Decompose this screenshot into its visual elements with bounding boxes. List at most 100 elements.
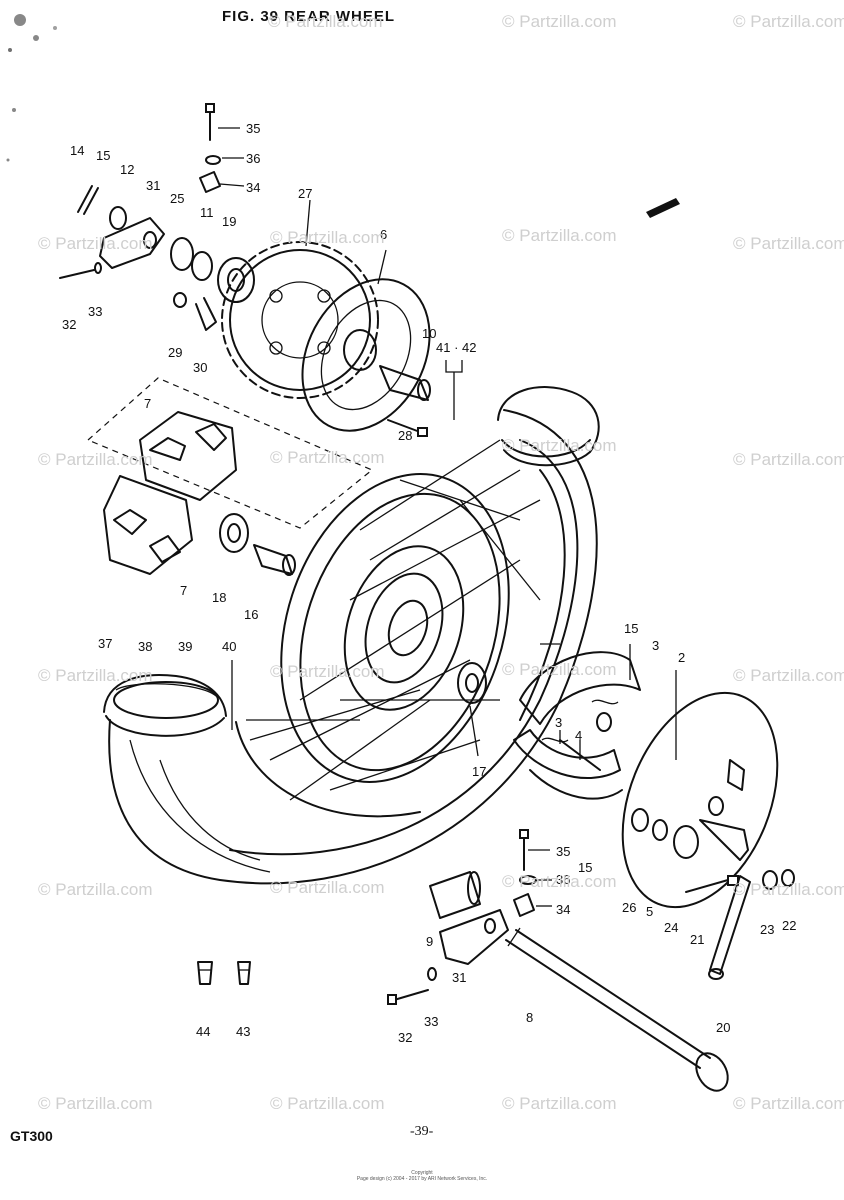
callout-label: 17	[472, 764, 486, 779]
callout-label: 41 · 42	[436, 340, 476, 355]
rear-sprocket	[221, 241, 379, 399]
copyright-line-2: Page design (c) 2004 - 2017 by ARI Netwo…	[356, 1176, 488, 1182]
callout-label: 4	[575, 728, 582, 743]
watermark: © Partzilla.com	[270, 1094, 385, 1113]
callout-label: 12	[120, 162, 134, 177]
brake-lever	[685, 869, 795, 980]
callout-label: 38	[138, 639, 152, 654]
callout-label: 6	[380, 227, 387, 242]
callout-label: 9	[426, 934, 433, 949]
watermark: © Partzilla.com	[38, 450, 153, 469]
callout-label: 34	[556, 902, 570, 917]
callout-label: 3	[555, 715, 562, 730]
brake-panel	[621, 691, 779, 909]
damper-group-outline	[87, 377, 374, 529]
callout-label: 8	[526, 1010, 533, 1025]
leader-lines	[218, 127, 677, 907]
watermark: © Partzilla.com	[270, 228, 385, 247]
lower-hardware	[387, 829, 537, 1005]
model-name: GT300	[10, 1128, 53, 1144]
callout-label: 3	[652, 638, 659, 653]
watermark: © Partzilla.com	[502, 436, 617, 455]
callout-label: 40	[222, 639, 236, 654]
watermark: © Partzilla.com	[270, 662, 385, 681]
copyright-notice: Copyright Page design (c) 2004 - 2017 by…	[300, 1170, 544, 1182]
watermark: © Partzilla.com	[38, 1094, 153, 1113]
watermark: © Partzilla.com	[38, 234, 153, 253]
callout-label: 7	[144, 396, 151, 411]
tube-and-rim-band	[103, 674, 227, 737]
callout-label: 20	[716, 1020, 730, 1035]
watermark: © Partzilla.com	[38, 666, 153, 685]
callout-label: 28	[398, 428, 412, 443]
callout-label: 35	[246, 121, 260, 136]
callout-label: 27	[298, 186, 312, 201]
callout-label: 11	[200, 205, 214, 220]
callout-label: 44	[196, 1024, 210, 1039]
callout-label: 29	[168, 345, 182, 360]
direction-arrow-icon	[646, 198, 680, 218]
callout-label: 10	[422, 326, 436, 341]
callout-label: 31	[452, 970, 466, 985]
watermark: © Partzilla.com	[733, 666, 844, 685]
watermark: © Partzilla.com	[38, 880, 153, 899]
wheel-bearing	[457, 662, 487, 704]
watermark: © Partzilla.com	[733, 12, 844, 31]
rear-axle	[505, 927, 729, 1092]
callout-label: 22	[782, 918, 796, 933]
callout-label: 19	[222, 214, 236, 229]
valve-parts	[197, 961, 251, 985]
callout-label: 18	[212, 590, 226, 605]
callout-label: 36	[556, 872, 570, 887]
callout-label: 21	[690, 932, 704, 947]
callout-label: 15	[578, 860, 592, 875]
watermark: © Partzilla.com	[733, 234, 844, 253]
watermark: © Partzilla.com	[502, 872, 617, 891]
watermark: © Partzilla.com	[268, 12, 383, 31]
rear-tyre	[108, 409, 598, 885]
page-number: -39-	[410, 1124, 434, 1139]
callout-label: 39	[178, 639, 192, 654]
watermark: © Partzilla.com	[733, 880, 844, 899]
rear-wheel	[246, 439, 541, 801]
callout-label: 36	[246, 151, 260, 166]
callout-label: 33	[424, 1014, 438, 1029]
tyre-section-upper	[497, 386, 600, 467]
watermark: © Partzilla.com	[733, 1094, 844, 1113]
callout-label: 33	[88, 304, 102, 319]
callout-label: 16	[244, 607, 258, 622]
watermark: © Partzilla.com	[502, 660, 617, 679]
callout-label: 30	[193, 360, 207, 375]
damper-rubbers	[103, 411, 237, 575]
callout-label: 26	[622, 900, 636, 915]
callout-label: 14	[70, 143, 84, 158]
callout-label: 34	[246, 180, 260, 195]
watermark: © Partzilla.com	[270, 448, 385, 467]
callout-label: 23	[760, 922, 774, 937]
scan-speckle	[6, 14, 57, 162]
watermark: © Partzilla.com	[270, 878, 385, 897]
callout-label: 37	[98, 636, 112, 651]
copyright-line-1: Copyright	[411, 1170, 433, 1176]
callout-label: 43	[236, 1024, 250, 1039]
spoke-callout-lines	[445, 360, 463, 420]
callout-label: 5	[646, 904, 653, 919]
callout-label: 32	[398, 1030, 412, 1045]
figure-title: FIG. 39 REAR WHEEL	[222, 8, 396, 25]
callout-label: 24	[664, 920, 678, 935]
callout-label: 35	[556, 844, 570, 859]
callout-label: 15	[96, 148, 110, 163]
watermark: © Partzilla.com	[502, 1094, 617, 1113]
upper-hardware	[59, 103, 255, 331]
callout-label: 25	[170, 191, 184, 206]
callout-label: 7	[180, 583, 187, 598]
callout-label: 31	[146, 178, 160, 193]
watermark: © Partzilla.com	[733, 450, 844, 469]
watermark: © Partzilla.com	[502, 12, 617, 31]
callout-label: 15	[624, 621, 638, 636]
bearing-and-spacer	[219, 513, 296, 576]
callout-label: 32	[62, 317, 76, 332]
